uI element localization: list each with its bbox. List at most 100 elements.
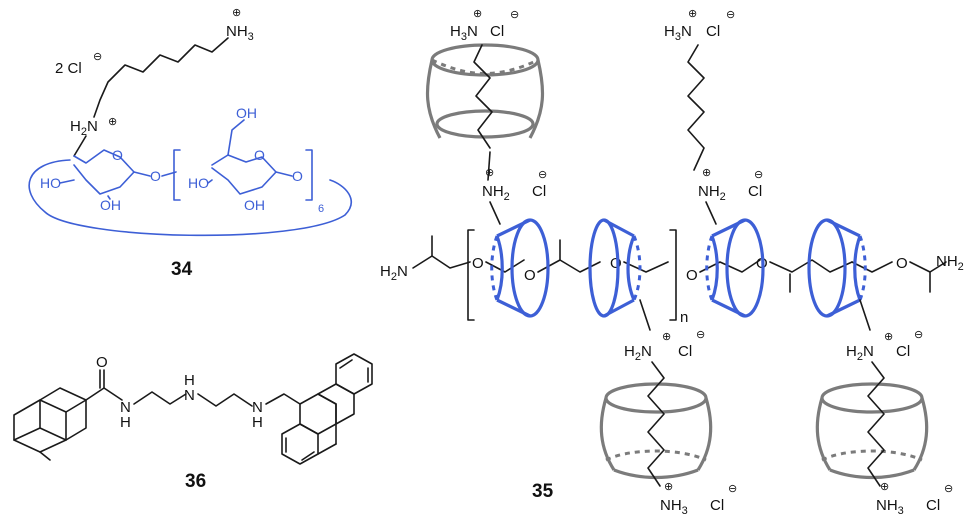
cb-br-rim-top bbox=[820, 382, 924, 414]
cd4-rim-small bbox=[853, 235, 862, 301]
c35-cl-br2: Cl bbox=[926, 497, 940, 514]
c35-cl-tl-charge: ⊖ bbox=[510, 9, 519, 21]
cd2-rim-small bbox=[626, 235, 636, 301]
c34-macrocycle-ring bbox=[28, 159, 352, 237]
cd4-sides bbox=[826, 218, 861, 318]
cd3-sides bbox=[711, 218, 746, 318]
c35-chain-bl bbox=[647, 361, 665, 487]
c35-cl-tl: Cl bbox=[490, 23, 504, 40]
c35-bb-1 bbox=[485, 259, 525, 273]
c34-oh-5: OH bbox=[244, 197, 265, 213]
cucurbituril-bl bbox=[599, 382, 713, 480]
c34-oh-bond-4 bbox=[207, 179, 213, 184]
cd1-sides bbox=[496, 218, 531, 318]
cb-tl-right bbox=[528, 59, 545, 139]
c35-label: 35 bbox=[532, 481, 554, 502]
cd1-rim-small bbox=[495, 235, 504, 301]
c36-nh-2: N bbox=[184, 387, 195, 404]
compound-35: H3N ⊕ Cl ⊖ NH2 ⊕ Cl ⊖ H3N ⊕ Cl ⊖ NH2 ⊕ C… bbox=[380, 8, 964, 517]
c35-nh2-br: H2N bbox=[846, 343, 874, 363]
c35-o-4: O bbox=[686, 267, 698, 284]
c35-backbone-start bbox=[412, 255, 471, 269]
c35-link-tl bbox=[489, 201, 501, 225]
cb-bl-left bbox=[599, 397, 616, 471]
c36-adamantane-inner-2 bbox=[13, 427, 41, 441]
c36-oxygen: O bbox=[96, 354, 108, 371]
cb-tl-rim-bottom bbox=[435, 109, 535, 139]
c35-cl-bl2-charge: ⊖ bbox=[728, 483, 737, 495]
c35-nh2-tr: NH2 bbox=[698, 183, 726, 203]
c35-bb-4 bbox=[699, 259, 761, 273]
compound-36: O N H N H N H 36 bbox=[13, 353, 373, 492]
c36-db-4 bbox=[301, 451, 315, 461]
c35-nh3-tl: H3N bbox=[450, 23, 478, 43]
c34-end-o: O bbox=[292, 168, 303, 184]
c34-glycosidic-2 bbox=[161, 171, 177, 177]
c36-ethylene-1 bbox=[133, 391, 187, 405]
c35-end-right: NH2 bbox=[936, 253, 964, 273]
cb-tl-rim-top bbox=[430, 43, 540, 77]
c35-bb-6 bbox=[851, 261, 893, 273]
c34-ch2-bond bbox=[73, 135, 87, 157]
c35-nh2-tr-charge: ⊕ bbox=[702, 167, 711, 179]
c36-adamantane-bridge bbox=[65, 399, 87, 413]
c35-nh2-tl: NH2 bbox=[482, 183, 510, 203]
c34-oh-3: OH bbox=[236, 105, 257, 121]
c34-hexyl-chain bbox=[93, 37, 229, 118]
c34-glycosidic-3 bbox=[275, 171, 293, 177]
c35-end-left: H2N bbox=[380, 263, 408, 283]
c36-nh-3-h: H bbox=[252, 414, 263, 431]
c36-methylene bbox=[265, 393, 301, 405]
c36-anthracene-ring-a bbox=[317, 383, 355, 425]
c35-cl-bl-charge: ⊖ bbox=[696, 329, 705, 341]
c35-nh3-br-charge: ⊕ bbox=[880, 481, 889, 493]
cb-tl-left bbox=[425, 59, 442, 139]
cb-bl-rim-dash bbox=[605, 449, 707, 462]
c35-bb-5 bbox=[769, 259, 853, 273]
cyclodextrin-1 bbox=[490, 218, 550, 318]
cb-bl-rim-bottom bbox=[613, 468, 699, 480]
c34-glucose-1 bbox=[73, 149, 135, 195]
c35-bracket-right bbox=[669, 229, 677, 321]
c35-cl-bl2: Cl bbox=[710, 497, 724, 514]
c34-counter-ion: 2 Cl bbox=[55, 60, 82, 77]
c36-nh-3: N bbox=[252, 399, 263, 416]
c35-cl-br: Cl bbox=[896, 343, 910, 360]
c35-bracket-left bbox=[467, 229, 475, 321]
c36-anthracene-mid bbox=[299, 393, 337, 435]
c35-link-tr bbox=[705, 201, 717, 225]
cyclodextrin-3 bbox=[705, 218, 765, 318]
c35-nh3-br: NH3 bbox=[876, 497, 904, 517]
c35-link-br bbox=[859, 299, 871, 331]
c35-nh3-tr-charge: ⊕ bbox=[688, 8, 697, 20]
c35-nh3-tr: H3N bbox=[664, 23, 692, 43]
c35-cl-br-charge: ⊖ bbox=[914, 329, 923, 341]
c35-cl-bl: Cl bbox=[678, 343, 692, 360]
c36-label: 36 bbox=[185, 471, 206, 492]
cb-tl-rim-dash bbox=[431, 58, 539, 75]
c35-nh3-tl-charge: ⊕ bbox=[473, 8, 482, 20]
c34-ring-o-2: O bbox=[254, 147, 265, 163]
cb-br-left bbox=[815, 397, 832, 471]
cucurbituril-tl bbox=[425, 43, 545, 139]
c35-chain-tl bbox=[473, 44, 493, 149]
cb-bl-right bbox=[696, 397, 713, 471]
c36-anthracene-link bbox=[317, 443, 337, 455]
cd1-rim-small-dash bbox=[490, 235, 499, 301]
cyclodextrin-2 bbox=[588, 218, 642, 318]
c35-nh2-bl: H2N bbox=[624, 343, 652, 363]
c34-oh-bond-1 bbox=[59, 179, 75, 184]
c34-ring-o-1: O bbox=[112, 147, 123, 163]
c36-adamantane-back bbox=[39, 387, 87, 441]
c35-nh3-bl: NH3 bbox=[660, 497, 688, 517]
c36-adamantane-lower bbox=[39, 451, 51, 461]
c34-bridge-o: O bbox=[150, 168, 161, 184]
cd3-rim-small-dash bbox=[705, 235, 714, 301]
cd4-rim-small-dash bbox=[858, 235, 867, 301]
cb-br-rim-dash bbox=[821, 449, 923, 462]
cucurbituril-br bbox=[815, 382, 929, 480]
c36-nh-1-h: H bbox=[120, 414, 131, 431]
c35-o-6: O bbox=[896, 255, 908, 272]
